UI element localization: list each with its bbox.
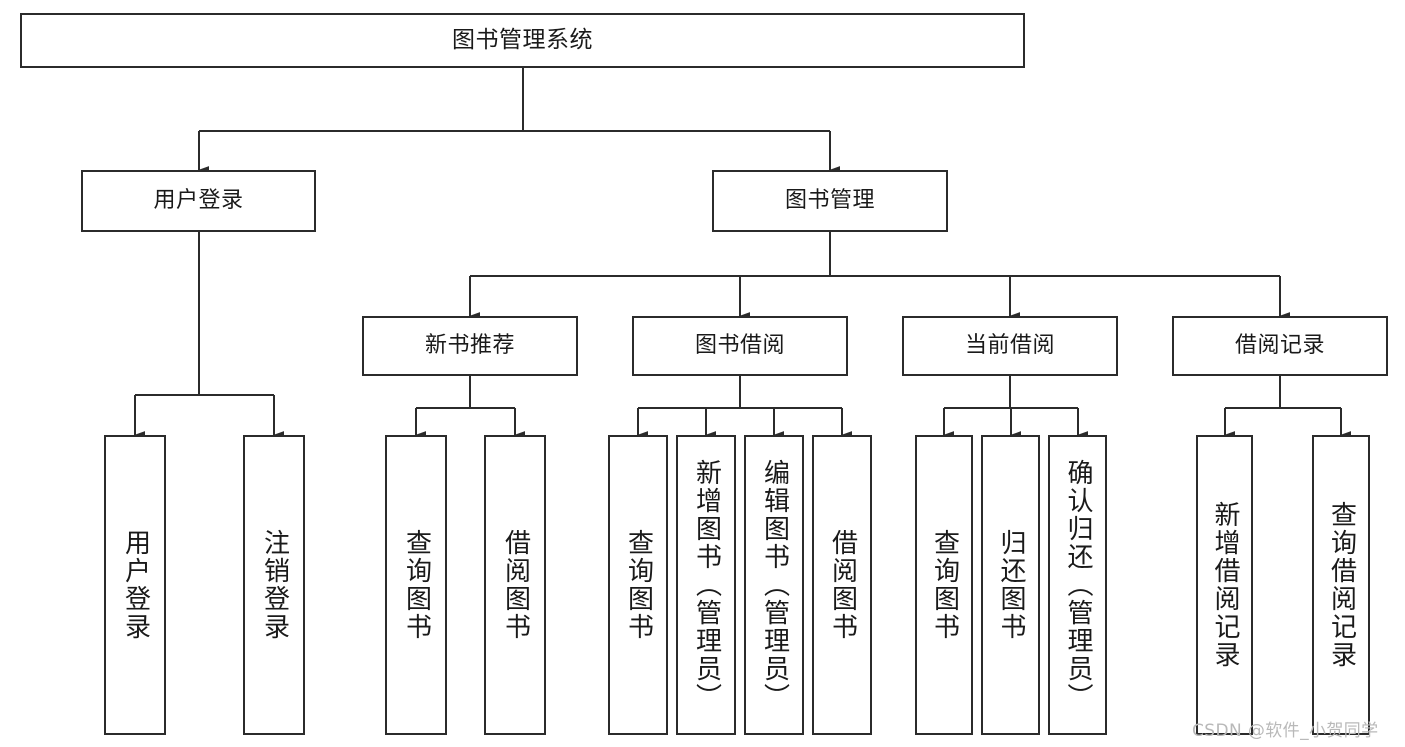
node-leaf-borrow-query[interactable]: 查询图书: [608, 435, 668, 735]
node-label: 图书借阅: [694, 333, 785, 359]
node-book-manage[interactable]: 图书管理: [712, 170, 948, 232]
node-label: 查询图书: [623, 529, 654, 641]
node-leaf-borrow-add[interactable]: 新增图书（管理员）: [676, 435, 736, 735]
node-leaf-borrow-edit[interactable]: 编辑图书（管理员）: [744, 435, 804, 735]
node-leaf-user-logout[interactable]: 注销登录: [243, 435, 305, 735]
node-label: 新增借阅记录: [1210, 501, 1241, 669]
node-label: 当前借阅: [964, 333, 1055, 359]
node-label: 归还图书: [996, 529, 1027, 641]
node-label: 用户登录: [120, 529, 151, 641]
node-leaf-rec-borrow[interactable]: 借阅图书: [484, 435, 546, 735]
node-borrow-record[interactable]: 借阅记录: [1172, 316, 1388, 376]
node-label: 查询图书: [401, 529, 432, 641]
node-label: 借阅图书: [500, 529, 531, 641]
node-leaf-rec-query[interactable]: 查询图书: [385, 435, 447, 735]
node-user-login[interactable]: 用户登录: [81, 170, 316, 232]
node-new-book-rec[interactable]: 新书推荐: [362, 316, 578, 376]
edges: [133, 68, 1352, 439]
node-label: 新增图书（管理员）: [691, 459, 722, 711]
node-leaf-cur-query[interactable]: 查询图书: [915, 435, 973, 735]
node-label: 查询图书: [929, 529, 960, 641]
node-label: 查询借阅记录: [1326, 501, 1357, 669]
watermark: CSDN @软件_小贺同学: [1192, 721, 1379, 741]
node-leaf-rec-search[interactable]: 查询借阅记录: [1312, 435, 1370, 735]
node-label: 借阅记录: [1234, 333, 1325, 359]
node-leaf-cur-confirm[interactable]: 确认归还（管理员）: [1048, 435, 1107, 735]
node-label: 编辑图书（管理员）: [759, 459, 790, 711]
node-label: 图书管理: [784, 188, 875, 214]
node-leaf-user-login[interactable]: 用户登录: [104, 435, 166, 735]
node-label: 确认归还（管理员）: [1063, 459, 1094, 711]
node-leaf-cur-return[interactable]: 归还图书: [981, 435, 1040, 735]
node-root[interactable]: 图书管理系统: [20, 13, 1025, 68]
node-label: 用户登录: [153, 188, 244, 214]
node-leaf-rec-add[interactable]: 新增借阅记录: [1196, 435, 1253, 735]
node-label: 借阅图书: [827, 529, 858, 641]
node-label: 注销登录: [259, 529, 290, 641]
node-book-borrow[interactable]: 图书借阅: [632, 316, 848, 376]
node-label: 图书管理系统: [452, 27, 593, 54]
node-label: 新书推荐: [424, 333, 515, 359]
node-leaf-borrow-lend[interactable]: 借阅图书: [812, 435, 872, 735]
node-current-borrow[interactable]: 当前借阅: [902, 316, 1118, 376]
